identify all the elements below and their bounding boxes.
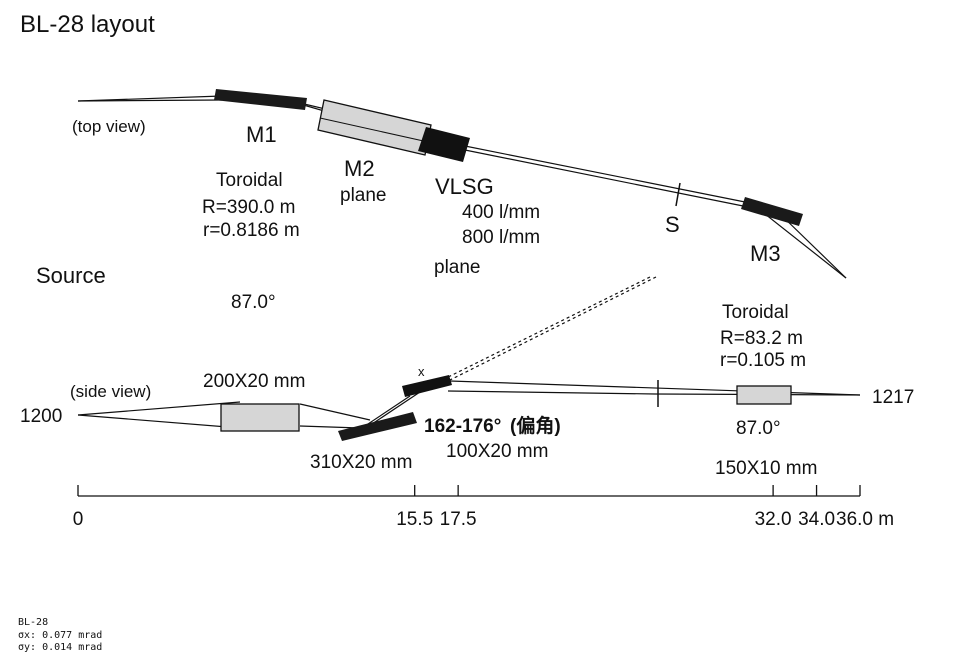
distance-scale-bar xyxy=(77,485,861,497)
side-beam-source-upper xyxy=(77,401,241,416)
footnote: BL-28 σx: 0.077 mrad σy: 0.014 mrad xyxy=(18,617,102,655)
side-beam-grating-to-m3-upper xyxy=(449,380,861,396)
m1-label: M1 xyxy=(246,122,277,147)
side-left-value: 1200 xyxy=(20,406,63,427)
m2-size-label: 200X20 mm xyxy=(203,371,306,392)
scale-tick-label: 15.5 xyxy=(396,509,434,530)
top-view-label: (top view) xyxy=(72,117,146,136)
top-slit-tick xyxy=(675,182,681,207)
side-beam-m1-to-grating-2 xyxy=(361,395,411,429)
m3-incidence-angle: 87.0° xyxy=(736,418,781,439)
scale-tick-label: 36.0 m xyxy=(836,509,895,530)
footnote-line-2: σx: 0.077 mrad xyxy=(18,629,103,641)
m1-type-label: Toroidal xyxy=(216,170,283,191)
vlsg-groove-400: 400 l/mm xyxy=(462,202,541,223)
m3-label: M3 xyxy=(750,241,781,266)
scale-tick-label: 17.5 xyxy=(439,509,477,530)
m1-radius-major: R=390.0 m xyxy=(202,197,296,218)
m3-radius-minor: r=0.105 m xyxy=(720,350,807,371)
side-beam-grating-to-slit-lower xyxy=(447,390,656,395)
m2-type-label: plane xyxy=(340,185,387,206)
side-m2-box-shape xyxy=(220,403,300,432)
top-beam-source-m1-lower xyxy=(77,99,223,102)
m2-label: M2 xyxy=(344,156,375,181)
side-m1-mirror-shape xyxy=(338,412,417,441)
side-beam-source-lower xyxy=(77,414,241,429)
scale-tick-label: 34.0 xyxy=(798,509,836,530)
side-m3-box-shape xyxy=(736,385,792,405)
side-grating-shape xyxy=(402,375,452,397)
side-beam-m1-to-grating-1 xyxy=(371,391,421,425)
scale-tick-label: 0 xyxy=(72,509,84,530)
grating-marker-label: x xyxy=(418,364,425,379)
m1-size-label: 310X20 mm xyxy=(310,452,413,473)
top-vlsg-grating-shape xyxy=(418,127,470,162)
source-label: Source xyxy=(36,263,106,288)
top-m2-box-divider xyxy=(319,117,429,143)
vlsg-type-label: plane xyxy=(434,257,481,278)
footnote-line-3: σy: 0.014 mrad xyxy=(18,642,103,653)
m3-type-label: Toroidal xyxy=(722,302,789,323)
side-view-label: (side view) xyxy=(70,382,152,401)
page-title: BL-28 layout xyxy=(20,11,155,38)
top-beam-m3-out-lower xyxy=(759,209,847,279)
footnote-line-1: BL-28 xyxy=(18,617,49,628)
top-m3-mirror-shape xyxy=(741,197,803,226)
m3-radius-major: R=83.2 m xyxy=(720,328,803,349)
side-right-value: 1217 xyxy=(872,387,915,408)
deflection-angle-jp-label: (偏角) xyxy=(510,416,561,437)
top-beam-vlsg-m3-lower xyxy=(459,148,759,210)
top-beam-vlsg-m3-upper xyxy=(459,144,756,205)
m1-radius-minor: r=0.8186 m xyxy=(203,220,300,241)
m3-size-label: 150X10 mm xyxy=(715,458,818,479)
top-beam-source-m1-upper xyxy=(77,95,223,102)
vlsg-groove-800: 800 l/mm xyxy=(462,227,541,248)
top-view-diagram xyxy=(77,89,847,387)
top-m1-mirror-shape xyxy=(214,89,307,110)
side-beam-to-m1-lower xyxy=(299,425,361,429)
side-view-diagram xyxy=(77,375,861,441)
grating-size-label: 100X20 mm xyxy=(446,441,549,462)
scale-tick-label: 32.0 xyxy=(754,509,792,530)
top-diffracted-beam-dashed xyxy=(443,276,657,384)
side-beam-to-m1-upper xyxy=(299,403,371,421)
vlsg-label: VLSG xyxy=(435,174,494,199)
deflection-angle-label: 162-176° xyxy=(424,416,502,437)
top-diffracted-beam-dashed-2 xyxy=(429,276,651,387)
slit-label: S xyxy=(665,212,680,237)
top-m2-box-shape xyxy=(317,99,432,156)
m1-incidence-angle: 87.0° xyxy=(231,292,276,313)
